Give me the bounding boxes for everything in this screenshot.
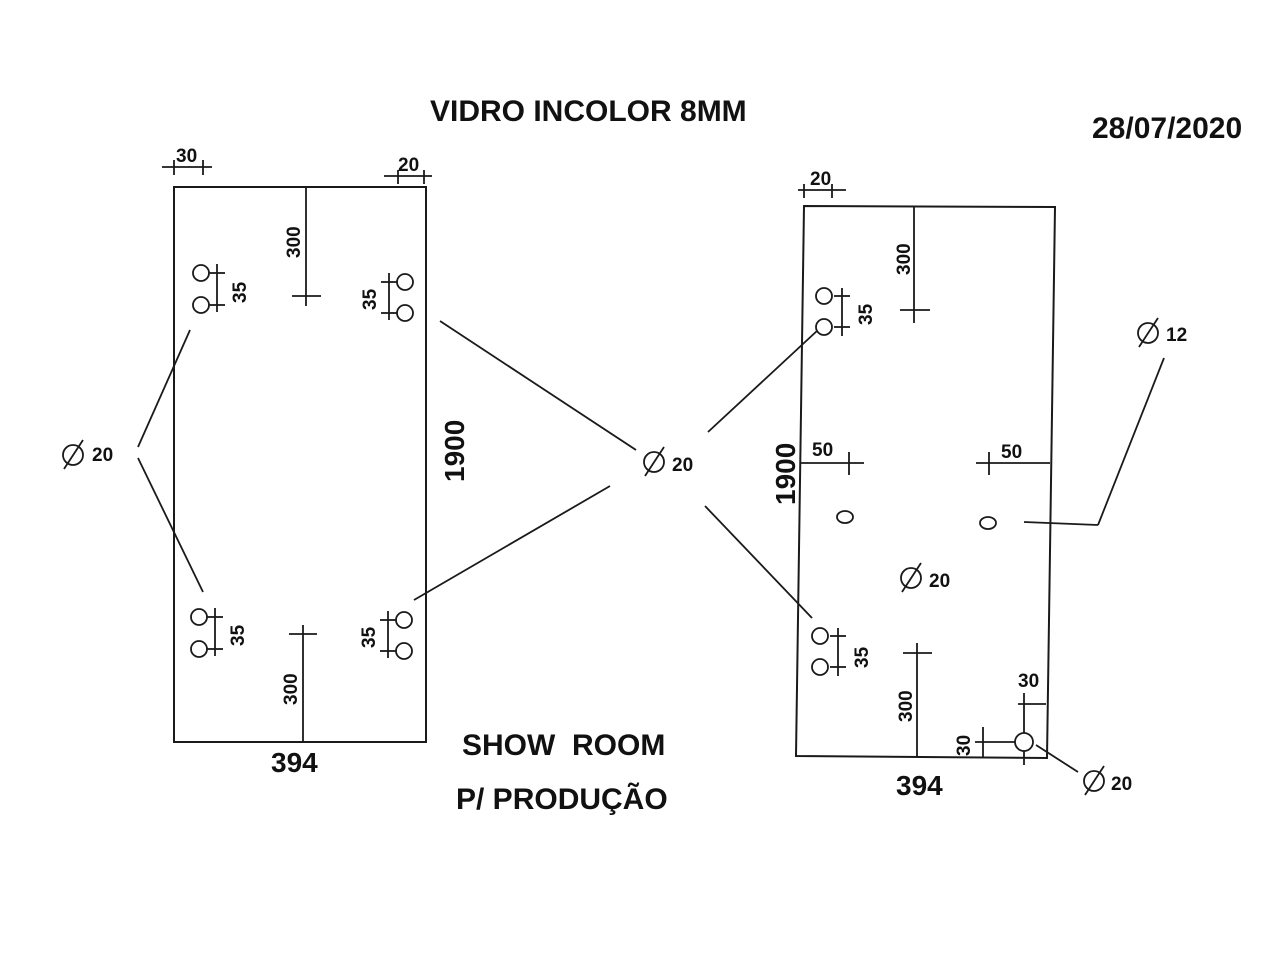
hole-marker <box>190 608 208 626</box>
drawing-date: 28/07/2020 <box>1092 112 1242 145</box>
diameter-icon <box>643 446 665 477</box>
hole-marker <box>811 658 829 676</box>
right-mid-left-label: 50 <box>812 440 833 461</box>
left-height-label: 1900 <box>439 420 470 482</box>
right-spacing-bottom-label: 35 <box>852 646 873 668</box>
left-edge-right-label: 20 <box>398 155 419 176</box>
footer-line-1: SHOW ROOM <box>462 729 665 762</box>
left-bottom-left-hole-pair: 35 <box>190 608 249 658</box>
left-spacing-bottom-right-label: 35 <box>359 626 380 648</box>
right-mid-callout-label: 20 <box>929 571 950 592</box>
right-corner-dims: 30 30 20 <box>954 671 1132 796</box>
left-spacing-bottom-left-label: 35 <box>228 624 249 646</box>
diameter-icon <box>62 439 84 470</box>
left-edge-left-label: 30 <box>176 146 197 167</box>
left-top-right-hole-pair: 35 <box>360 273 414 322</box>
right-mid-right-label: 50 <box>1001 442 1022 463</box>
right-edge-dim-20: 20 <box>798 169 846 198</box>
left-edge-dim-30: 30 <box>162 146 212 175</box>
right-spacing-top-label: 35 <box>856 303 877 325</box>
hole-marker <box>979 516 997 530</box>
right-mid-left-dim: 50 <box>800 440 864 524</box>
right-corner-horizontal-label: 30 <box>1018 671 1039 692</box>
right-corner-callout-label: 20 <box>1111 774 1132 795</box>
right-top-hole-pair: 35 <box>815 287 877 336</box>
hole-marker <box>395 611 413 629</box>
center-hole-callout: 20 <box>413 320 819 619</box>
right-bottom-hole-pair: 35 <box>811 627 873 676</box>
hole-marker <box>192 296 210 314</box>
right-width-label: 394 <box>896 770 943 801</box>
hole-marker <box>811 627 829 645</box>
hole-marker <box>396 304 414 322</box>
diameter-icon <box>1137 317 1159 348</box>
right-height-label: 1900 <box>770 443 801 505</box>
diameter-icon <box>1083 765 1105 796</box>
left-bottom-right-hole-pair: 35 <box>359 611 413 660</box>
left-top-depth-label: 300 <box>284 226 305 258</box>
right-edge-left-label: 20 <box>810 169 831 190</box>
left-top-left-hole-pair: 35 <box>192 264 251 314</box>
left-panel-outline <box>173 186 427 743</box>
left-bottom-depth-label: 300 <box>281 673 302 705</box>
center-callout-label: 20 <box>672 455 693 476</box>
right-top-depth-label: 300 <box>894 243 915 275</box>
right-corner-vertical-label: 30 <box>954 735 975 756</box>
left-hole-callout: 20 <box>62 329 204 593</box>
right-mid-hole-callout: 20 <box>900 562 950 593</box>
right-glass-panel: 20 300 300 35 35 1900 <box>770 169 1187 801</box>
drawing-title: VIDRO INCOLOR 8MM <box>430 95 747 128</box>
left-edge-dim-20: 20 <box>384 155 432 184</box>
right-mid-right-dim: 50 <box>976 442 1050 530</box>
left-spacing-top-right-label: 35 <box>360 288 381 310</box>
right-bottom-depth-label: 300 <box>896 690 917 722</box>
hole-marker <box>190 640 208 658</box>
hole-marker <box>836 510 854 524</box>
right-edge-hole-callout: 12 <box>1023 317 1187 526</box>
left-glass-panel: 30 20 300 300 35 <box>62 146 470 778</box>
hole-marker <box>192 264 210 282</box>
diameter-icon <box>900 562 922 593</box>
left-callout-label: 20 <box>92 445 113 466</box>
hole-marker <box>1014 732 1034 752</box>
hole-marker <box>395 642 413 660</box>
right-edge-callout-label: 12 <box>1166 325 1187 346</box>
hole-marker <box>815 287 833 305</box>
hole-marker <box>815 318 833 336</box>
hole-marker <box>396 273 414 291</box>
left-spacing-top-left-label: 35 <box>230 281 251 303</box>
left-width-label: 394 <box>271 747 318 778</box>
footer-line-2: P/ PRODUÇÃO <box>456 782 668 816</box>
right-panel-outline <box>794 204 1057 760</box>
